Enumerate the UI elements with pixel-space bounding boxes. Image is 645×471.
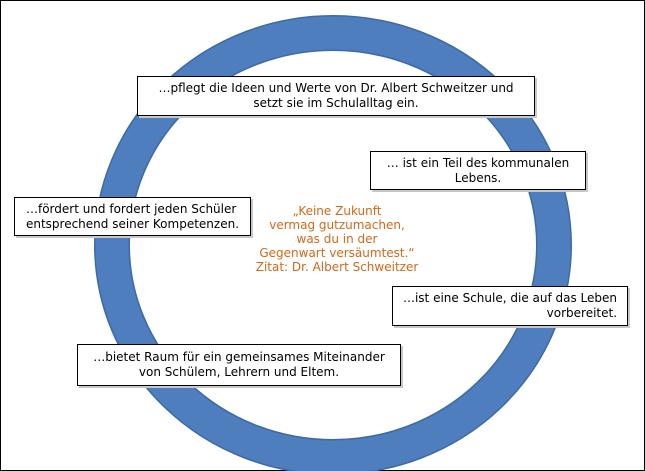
- box-support-students-text: …fördert und fordert jeden Schüler entsp…: [25, 201, 240, 231]
- box-community: … ist ein Teil des kommunalen Lebens.: [370, 151, 586, 190]
- ring-circle: [95, 16, 571, 471]
- box-community-text: … ist ein Teil des kommunalen Lebens.: [386, 155, 570, 185]
- box-ideas-values: …pflegt die Ideen und Werte von Dr. Albe…: [137, 76, 535, 116]
- box-ideas-values-text: …pflegt die Ideen und Werte von Dr. Albe…: [158, 81, 514, 110]
- box-support-students: …fördert und fordert jeden Schüler entsp…: [14, 197, 251, 236]
- box-life-preparation-text: …ist eine Schule, die auf das Leben vorb…: [402, 291, 618, 320]
- box-life-preparation: …ist eine Schule, die auf das Leben vorb…: [392, 286, 628, 326]
- box-community-space: …bietet Raum für ein gemeinsames Miteina…: [77, 344, 401, 386]
- schweitzer-quote: „Keine Zukunft vermag gutzumachen, was d…: [255, 204, 419, 274]
- box-community-space-text: …bietet Raum für ein gemeinsames Miteina…: [93, 350, 385, 379]
